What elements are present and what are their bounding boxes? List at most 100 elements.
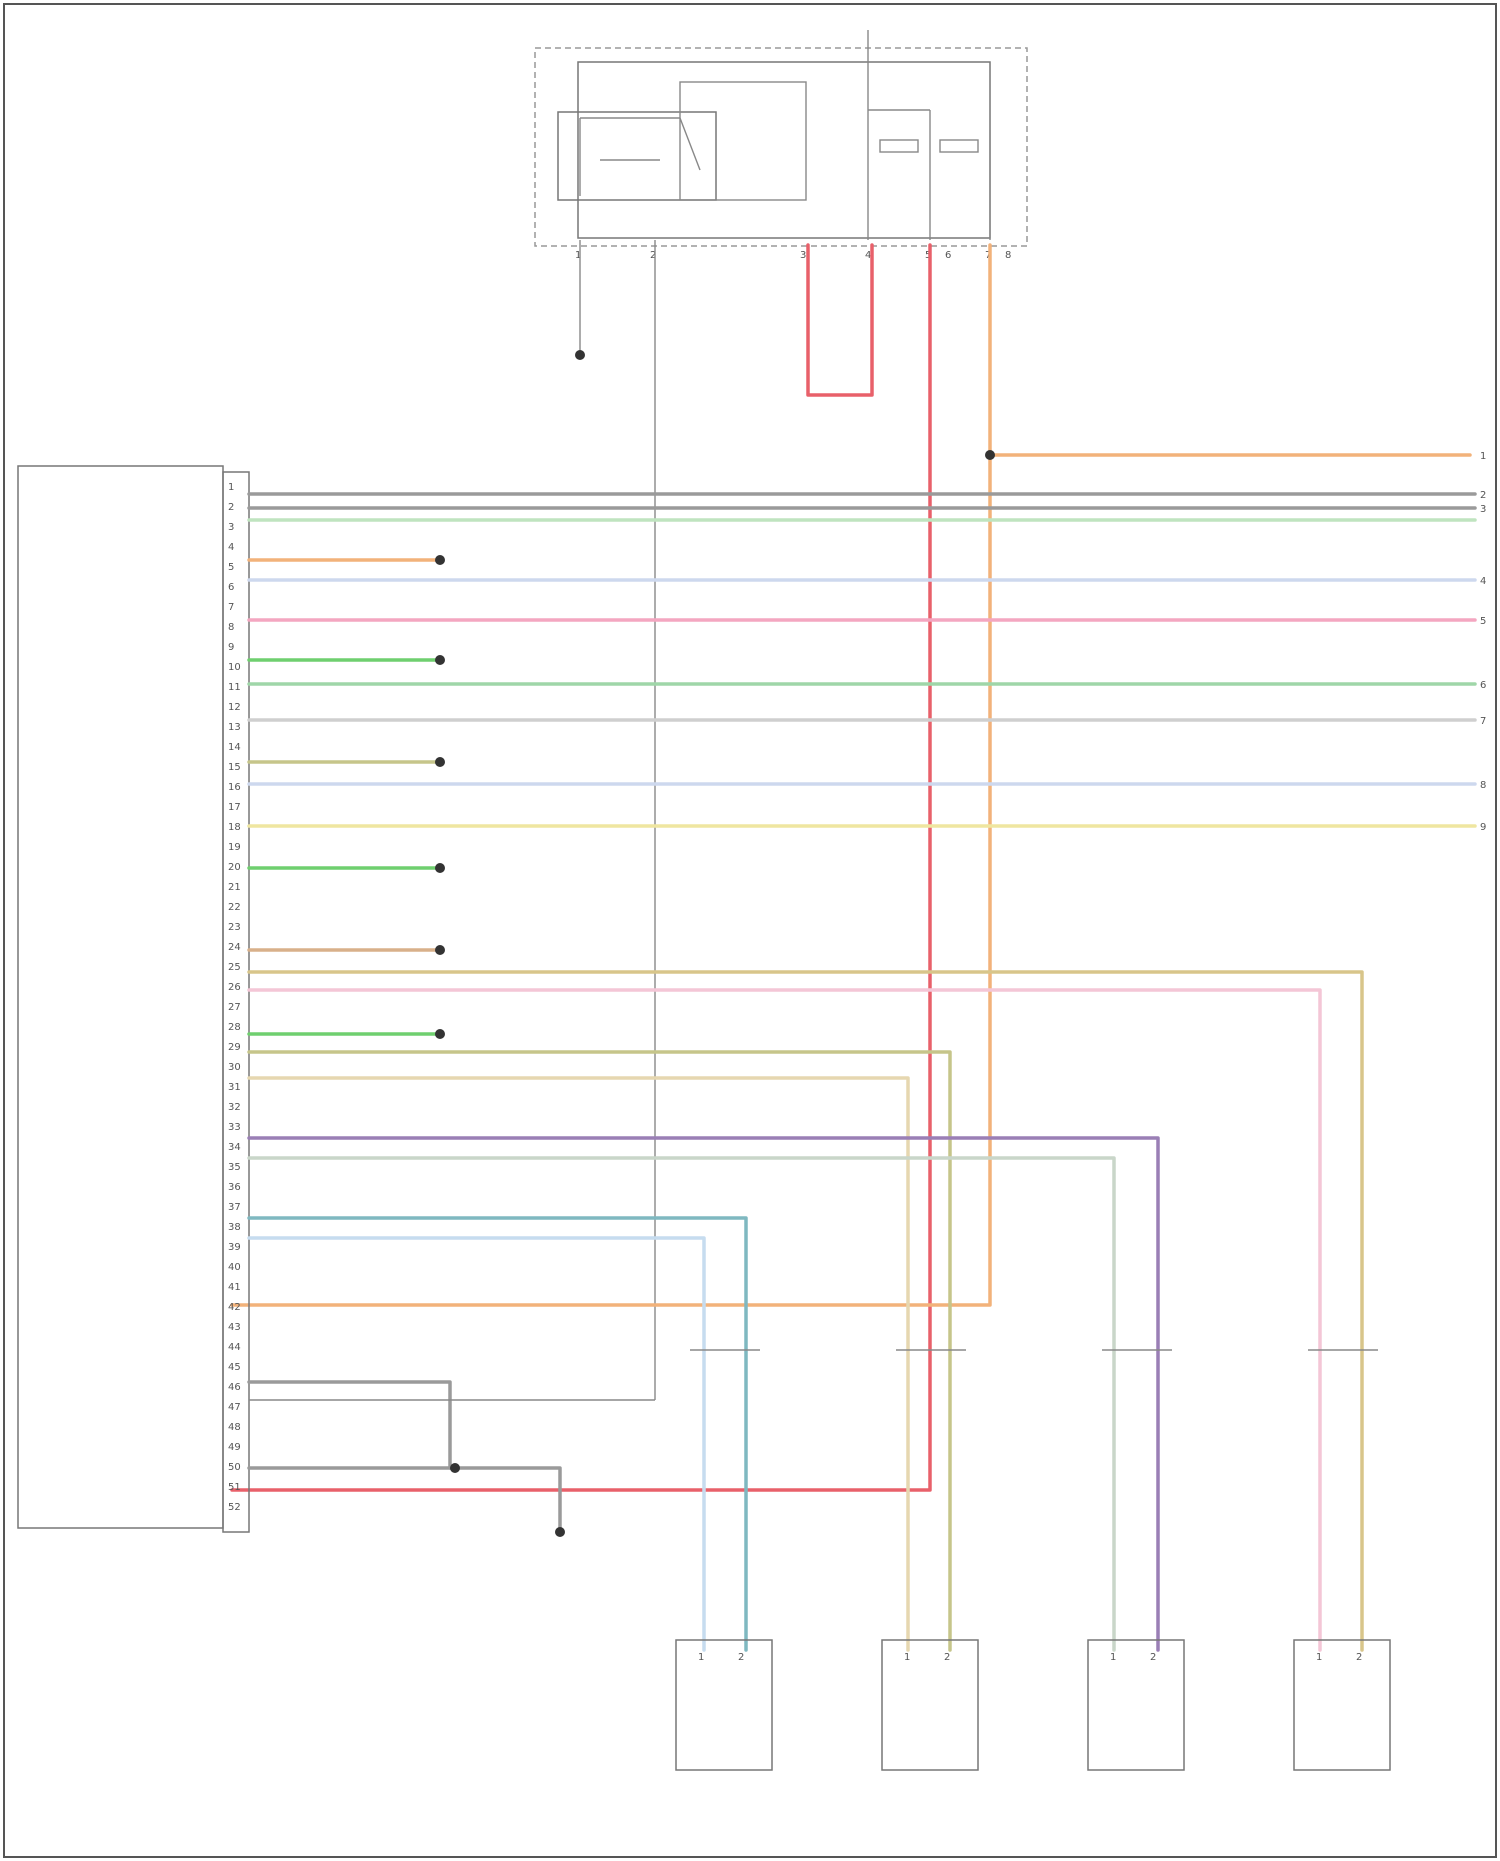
splice-dot-2 [435,655,445,665]
wire-15-tan [249,972,1362,1650]
power-distribution-inner-box [578,62,990,238]
wire-25-gray [249,1468,560,1528]
module-pin-49: 49 [228,1442,241,1453]
module-pin-15: 15 [228,762,241,773]
relay-switch-line [680,118,700,170]
module-pin-17: 17 [228,802,241,813]
wire-22-teal [249,1218,746,1650]
red-loop-wire [808,245,872,395]
module-pin-4: 4 [228,542,234,553]
module-pin-18: 18 [228,822,241,833]
module-pin-26: 26 [228,982,241,993]
module-pin-52: 52 [228,1502,241,1513]
wire-23-blue [249,1238,704,1650]
module-pin-36: 36 [228,1182,241,1193]
module-pin-51: 51 [228,1482,241,1493]
damper-1-pin-1: 1 [698,1652,704,1663]
splice-dot-1 [435,555,445,565]
module-pin-25: 25 [228,962,241,973]
module-pin-22: 22 [228,902,241,913]
module-pin-50: 50 [228,1462,241,1473]
module-pin-28: 28 [228,1022,241,1033]
module-pin-30: 30 [228,1062,241,1073]
splice-dot-6 [435,1029,445,1039]
damper-valve-box-3 [1088,1640,1184,1770]
module-pin-1: 1 [228,482,234,493]
module-pin-9: 9 [228,642,234,653]
power-distribution-dashed-box [535,48,1027,246]
damper-2-pin-2: 2 [944,1652,950,1663]
module-pin-31: 31 [228,1082,241,1093]
damper-2-pin-1: 1 [904,1652,910,1663]
module-pin-14: 14 [228,742,241,753]
right-pin-9: 9 [1480,822,1486,833]
module-pin-33: 33 [228,1122,241,1133]
module-pin-45: 45 [228,1362,241,1373]
module-pin-27: 27 [228,1002,241,1013]
module-pin-24: 24 [228,942,241,953]
ground-dot-top [575,350,585,360]
orange-feed-wire [232,245,990,1305]
wire-24-gray [249,1382,450,1468]
module-pin-46: 46 [228,1382,241,1393]
module-connector-pins: 1234567891011121314151617181920212223242… [228,482,241,1513]
module-pin-6: 6 [228,582,234,593]
damper-3-pin-1: 1 [1110,1652,1116,1663]
damper-valve-box-1 [676,1640,772,1770]
module-body [18,466,223,1528]
module-pin-20: 20 [228,862,241,873]
module-pin-39: 39 [228,1242,241,1253]
right-pin-1: 1 [1480,451,1486,462]
module-pin-7: 7 [228,602,234,613]
splice-dot-orange [985,450,995,460]
ground-dot-bottom [555,1527,565,1537]
module-pin-47: 47 [228,1402,241,1413]
module-pin-13: 13 [228,722,241,733]
wire-21-gray [249,1158,1114,1650]
module-pin-41: 41 [228,1282,241,1293]
right-pin-4: 4 [1480,576,1486,587]
harness-wires [249,494,1475,1650]
module-pin-44: 44 [228,1342,241,1353]
wire-19-tan [249,1078,908,1650]
damper-valves: 1 2 1 2 1 2 1 2 [676,1640,1390,1770]
damper-3-pin-2: 2 [1150,1652,1156,1663]
module-pin-32: 32 [228,1102,241,1113]
module-pin-16: 16 [228,782,241,793]
splice-dot-4 [435,863,445,873]
damper-4-pin-1: 1 [1316,1652,1322,1663]
module-pin-23: 23 [228,922,241,933]
damper-1-pin-2: 2 [738,1652,744,1663]
fuse-pin-6: 6 [945,250,951,261]
relay-box [558,112,716,200]
module-pin-21: 21 [228,882,241,893]
damper-valve-box-2 [882,1640,978,1770]
damper-4-pin-2: 2 [1356,1652,1362,1663]
module-pin-42: 42 [228,1302,241,1313]
damper-valve-box-4 [1294,1640,1390,1770]
module-pin-29: 29 [228,1042,241,1053]
module-pin-8: 8 [228,622,234,633]
module-pin-38: 38 [228,1222,241,1233]
module-pin-12: 12 [228,702,241,713]
right-pin-2: 2 [1480,490,1486,501]
right-pin-6: 6 [1480,680,1486,691]
module-pin-5: 5 [228,562,234,573]
ground-splice-dot [450,1463,460,1473]
fuse-element-b [940,140,978,152]
suspension-control-module: 1234567891011121314151617181920212223242… [18,466,249,1532]
module-pin-37: 37 [228,1202,241,1213]
module-pin-43: 43 [228,1322,241,1333]
relay-outer-box [680,82,806,200]
fuse-element-a [880,140,918,152]
splice-dot-3 [435,757,445,767]
right-pin-7: 7 [1480,716,1486,727]
module-pin-48: 48 [228,1422,241,1433]
fuse-pin-8: 8 [1005,250,1011,261]
splice-dot-5 [435,945,445,955]
right-pin-8: 8 [1480,780,1486,791]
module-pin-19: 19 [228,842,241,853]
right-pin-5: 5 [1480,616,1486,627]
module-pin-40: 40 [228,1262,241,1273]
